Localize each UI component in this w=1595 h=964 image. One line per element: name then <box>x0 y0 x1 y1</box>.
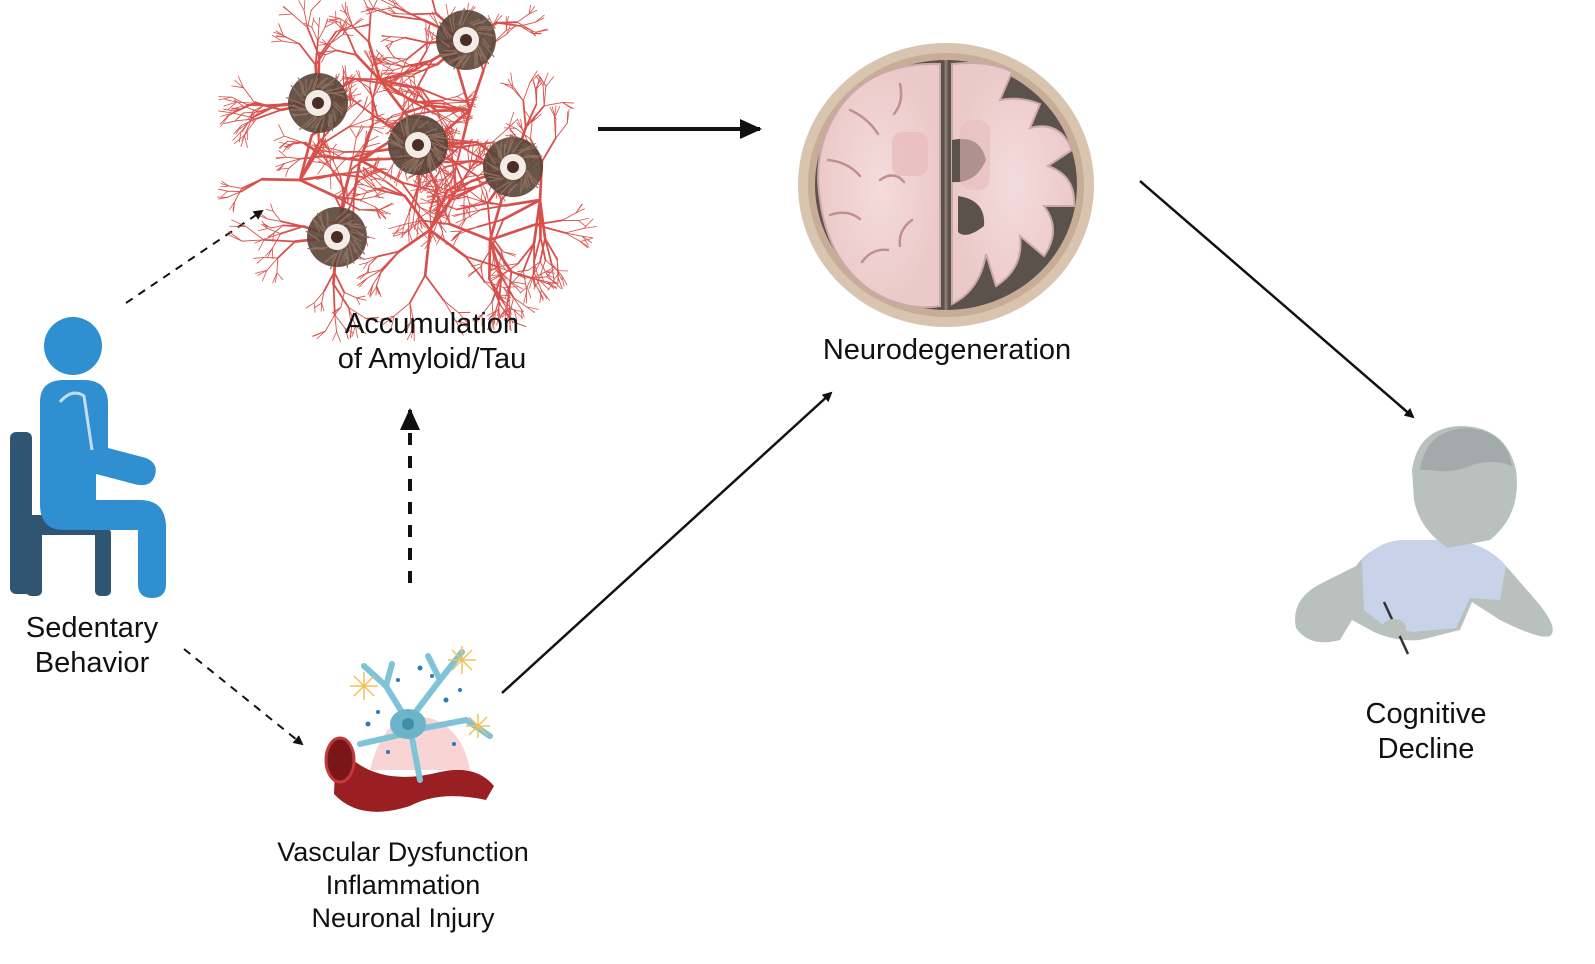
vascular-label-line-2: Inflammation <box>236 869 570 902</box>
node-label-cognitive: Cognitive Decline <box>1316 697 1536 767</box>
neuro-label-line-1: Neurodegeneration <box>786 333 1108 368</box>
brain-icon <box>798 43 1094 327</box>
cognitive-decline-person-icon <box>1295 426 1553 654</box>
amyloid-label-line-2: of Amyloid/Tau <box>292 342 572 377</box>
vascular-label-line-3: Neuronal Injury <box>236 902 570 935</box>
node-label-sedentary: Sedentary Behavior <box>0 611 184 681</box>
amyloid-label-line-1: Accumulation <box>292 307 572 342</box>
sedentary-label-line-2: Behavior <box>0 646 184 681</box>
cognitive-label-line-1: Cognitive <box>1316 697 1536 732</box>
cognitive-label-line-2: Decline <box>1316 732 1536 767</box>
vascular-neuron-icon <box>326 646 494 812</box>
node-label-amyloid: Accumulation of Amyloid/Tau <box>292 307 572 377</box>
sedentary-label-line-1: Sedentary <box>0 611 184 646</box>
amyloid-tau-icon <box>217 0 596 342</box>
edge-vascular-to-neuro <box>502 393 831 693</box>
node-label-vascular: Vascular Dysfunction Inflammation Neuron… <box>236 836 570 935</box>
edge-sedentary-to-vascular <box>184 649 302 744</box>
vascular-label-line-1: Vascular Dysfunction <box>236 836 570 869</box>
node-label-neuro: Neurodegeneration <box>786 333 1108 368</box>
edge-neuro-to-cognitive <box>1140 181 1413 417</box>
sedentary-person-icon <box>10 317 166 598</box>
